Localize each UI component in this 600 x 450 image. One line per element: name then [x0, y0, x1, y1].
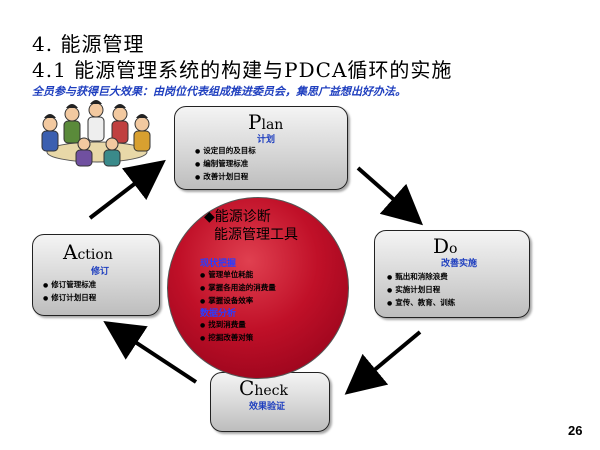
center-analysis-items: 找到消费量 挖掘改善对策 [200, 319, 253, 345]
do-items: 甄出和消除浪费 实施计划日程 宣传、教育、训练 [387, 271, 455, 310]
center-section-analysis: 数据分析 [200, 309, 237, 319]
center-status-items: 管理单位耗能 掌握各用途的消费量 掌握设备效率 [200, 269, 276, 308]
list-item: 编制管理标准 [195, 158, 256, 171]
plan-items: 设定目的及目标 编制管理标准 改善计划日程 [195, 145, 256, 184]
center-section-status: 现状把握 [200, 259, 237, 269]
list-item: 宣传、教育、训练 [387, 297, 455, 310]
check-box: Check 效果验证 [210, 372, 330, 432]
team-meeting-illustration [41, 100, 151, 167]
do-subtitle: 改善实施 [441, 259, 478, 269]
center-title-2: 能源管理工具 [214, 227, 298, 243]
arrow-plan-to-do [356, 166, 424, 226]
slide-subtitle: 全员参与获得巨大效果：由岗位代表组成推进委员会，集思广益想出好办法。 [32, 85, 406, 98]
list-item: 改善计划日程 [195, 171, 256, 184]
action-subtitle: 修订 [91, 267, 110, 277]
do-heading: Do [433, 234, 458, 258]
list-item: 设定目的及目标 [195, 145, 256, 158]
arrow-check-to-action [103, 321, 198, 384]
center-title-1: ◆能源诊断 [204, 209, 271, 225]
check-subtitle: 效果验证 [249, 402, 286, 412]
action-items: 修订管理标准 修订计划日程 [43, 279, 96, 305]
action-heading: Action [63, 240, 113, 264]
energy-diagnosis-circle: ◆能源诊断 能源管理工具 现状把握 管理单位耗能 掌握各用途的消费量 掌握设备效… [167, 197, 349, 379]
plan-heading: Plan [248, 110, 284, 134]
list-item: 找到消费量 [200, 319, 253, 332]
page-number: 26 [568, 423, 583, 438]
slide-title: 4.1 能源管理系统的构建与PDCA循环的实施 [32, 58, 453, 82]
list-item: 管理单位耗能 [200, 269, 276, 282]
plan-box: Plan 计划 设定目的及目标 编制管理标准 改善计划日程 [174, 106, 348, 190]
list-item: 修订管理标准 [43, 279, 96, 292]
list-item: 甄出和消除浪费 [387, 271, 455, 284]
list-item: 掌握各用途的消费量 [200, 282, 276, 295]
list-item: 实施计划日程 [387, 284, 455, 297]
arrow-do-to-check [344, 330, 422, 395]
list-item: 掌握设备效率 [200, 295, 276, 308]
slide-section-title: 4. 能源管理 [32, 32, 145, 56]
plan-subtitle: 计划 [257, 135, 276, 145]
list-item: 修订计划日程 [43, 292, 96, 305]
check-heading: Check [239, 376, 288, 400]
arrow-action-to-plan [88, 159, 166, 220]
action-box: Action 修订 修订管理标准 修订计划日程 [32, 234, 160, 316]
do-box: Do 改善实施 甄出和消除浪费 实施计划日程 宣传、教育、训练 [374, 230, 530, 318]
list-item: 挖掘改善对策 [200, 332, 253, 345]
